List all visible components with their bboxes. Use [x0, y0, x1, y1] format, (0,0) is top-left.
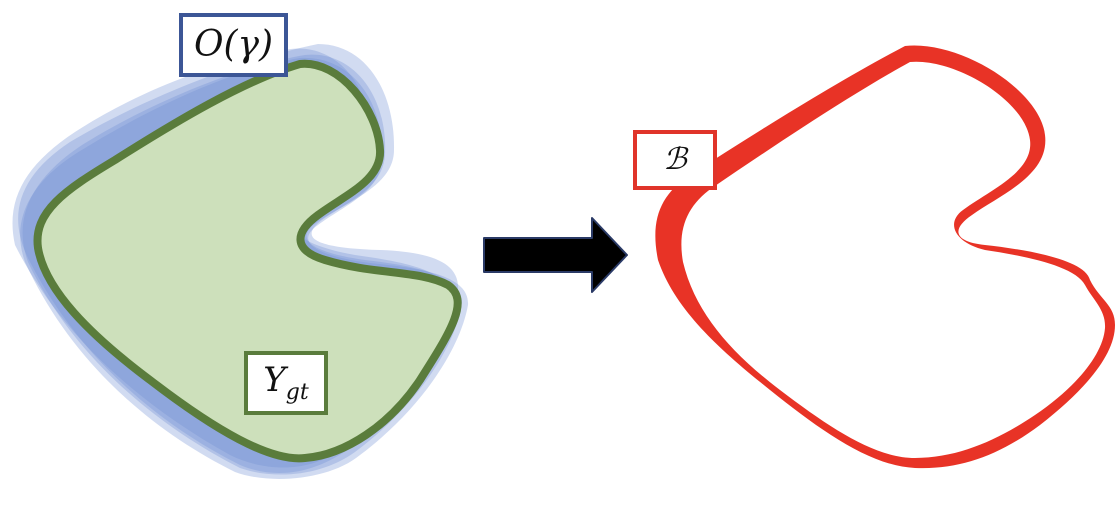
- uncertainty-region-label-text: O(γ): [193, 24, 274, 65]
- boundary-band: [655, 45, 1115, 469]
- ground-truth-shape: [33, 59, 462, 463]
- uncertainty-region-label: O(γ): [179, 13, 288, 77]
- boundary-band-label: ℬ: [633, 130, 717, 190]
- boundary-band-label-text: ℬ: [663, 142, 687, 177]
- ground-truth-label-text: Υgt: [263, 363, 308, 404]
- ground-truth-label-sub: gt: [285, 379, 309, 405]
- ground-truth-label-main: Υ: [263, 359, 286, 400]
- ground-truth-label: Υgt: [244, 351, 328, 415]
- right-arrow-icon: [483, 217, 628, 293]
